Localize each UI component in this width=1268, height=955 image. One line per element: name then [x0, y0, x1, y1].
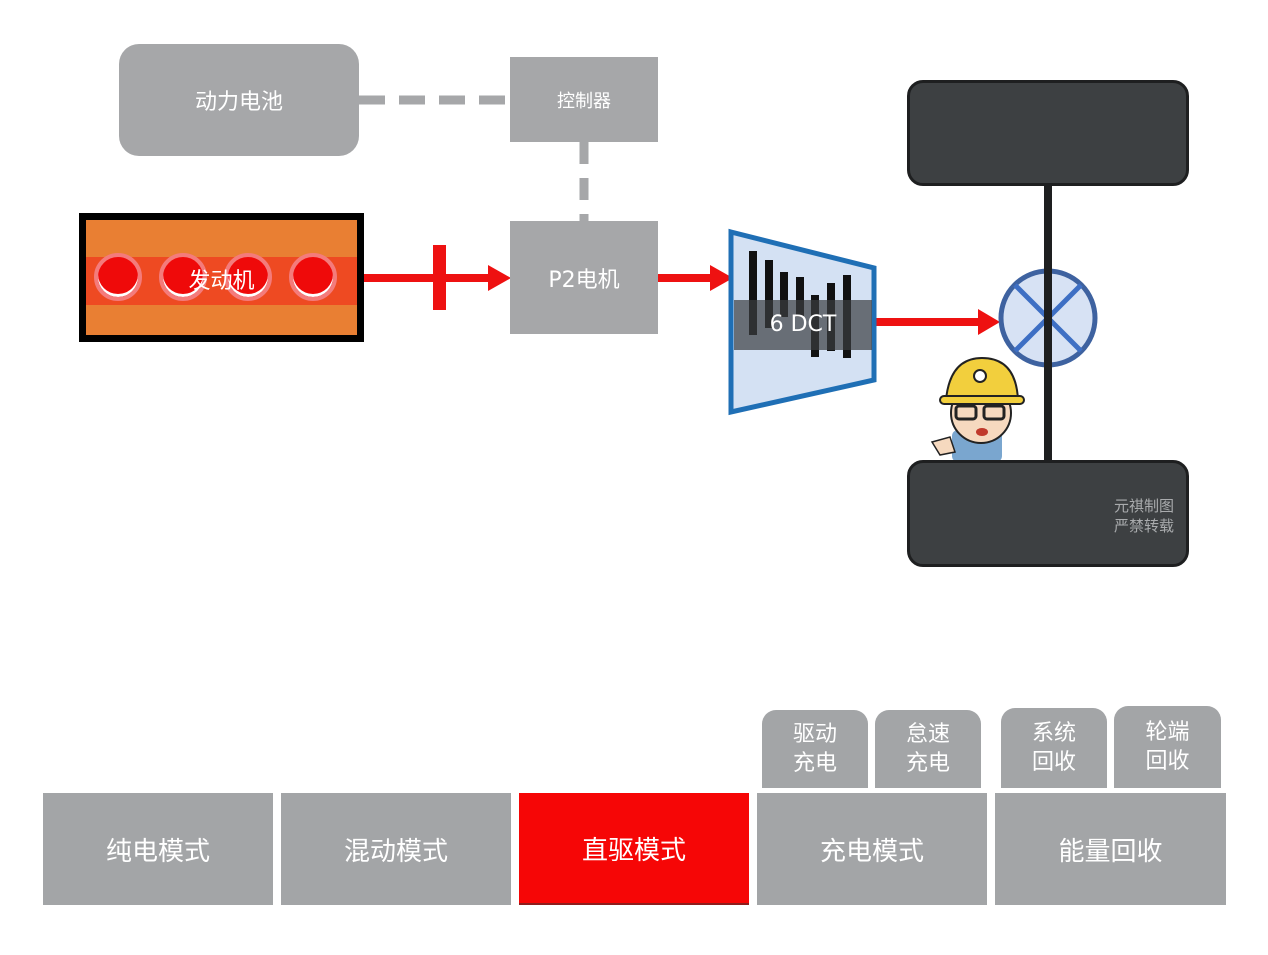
drive-axle: [1044, 186, 1052, 462]
tab-hybrid[interactable]: 混动模式: [281, 793, 511, 905]
engine-cylinder: [159, 253, 207, 301]
engine-cylinder: [94, 253, 142, 301]
subtab-drive-charge[interactable]: 驱动 充电: [762, 710, 868, 788]
subtab-label: 充电: [792, 751, 837, 776]
tab-label: 纯电模式: [105, 836, 210, 867]
subtab-label: 驱动: [792, 722, 837, 747]
transmission-6dct: [728, 228, 877, 416]
power-battery-box: 动力电池: [119, 44, 359, 156]
subtab-label: 回收: [1145, 749, 1190, 774]
motor-to-transmission-arrow: [658, 265, 733, 291]
subtab-wheel-recovery[interactable]: 轮端 回收: [1114, 706, 1221, 788]
wheel-bottom: 元祺制图 严禁转载: [907, 460, 1189, 567]
watermark-line: 元祺制图: [1113, 497, 1174, 515]
tab-direct-drive[interactable]: 直驱模式: [519, 793, 749, 905]
wheel-top: [907, 80, 1189, 186]
clutch-disengaged-marker: [433, 245, 446, 310]
subtab-label: 回收: [1031, 750, 1076, 775]
engine-cylinder: [289, 253, 337, 301]
p2-motor-box: P2电机: [510, 221, 658, 334]
tab-pure-electric[interactable]: 纯电模式: [43, 793, 273, 905]
engine-to-motor-arrow: [364, 265, 511, 291]
tab-label: 充电模式: [819, 836, 924, 867]
engineer-mascot-icon: [930, 356, 1025, 462]
tab-label: 混动模式: [343, 836, 448, 867]
tab-charging[interactable]: 充电模式: [757, 793, 987, 905]
subtab-label: 怠速: [905, 722, 950, 747]
controller-label: 控制器: [557, 90, 611, 112]
transmission-to-differential-arrow: [874, 309, 1000, 335]
subtab-label: 充电: [905, 751, 950, 776]
transmission-label: 6 DCT: [769, 312, 837, 337]
power-battery-label: 动力电池: [194, 90, 283, 115]
subtab-label: 系统: [1031, 721, 1076, 746]
tab-label: 直驱模式: [581, 835, 686, 866]
engine-cylinder: [224, 253, 272, 301]
engine-box: 发动机: [79, 213, 364, 342]
tab-energy-recovery[interactable]: 能量回收: [995, 793, 1226, 905]
tab-label: 能量回收: [1058, 836, 1163, 867]
engine-label: 发动机: [188, 269, 255, 294]
watermark: 元祺制图 严禁转载: [1114, 496, 1174, 536]
watermark-line: 严禁转载: [1113, 517, 1174, 535]
subtab-label: 轮端: [1145, 720, 1190, 745]
p2-motor-label: P2电机: [548, 267, 620, 293]
subtab-system-recovery[interactable]: 系统 回收: [1001, 708, 1107, 788]
controller-box: 控制器: [510, 57, 658, 142]
subtab-idle-charge[interactable]: 怠速 充电: [875, 710, 981, 788]
